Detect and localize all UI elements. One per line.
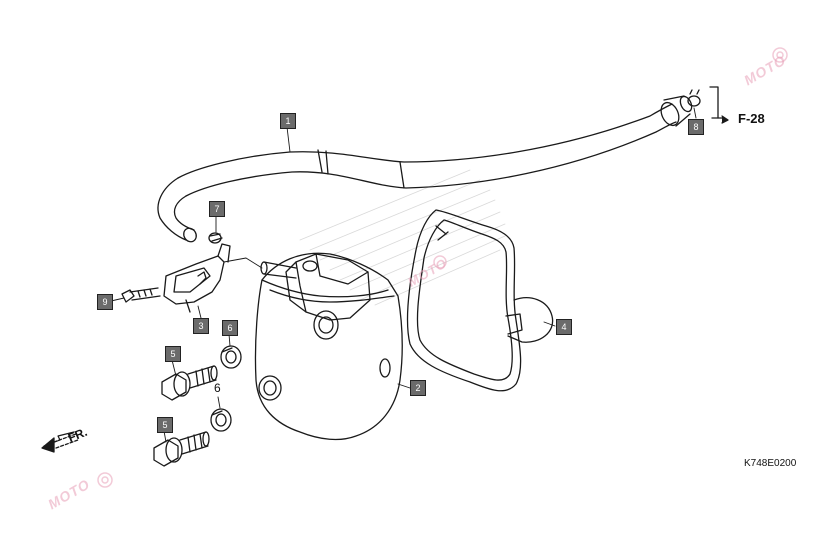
watermark-gear-icon	[97, 47, 788, 488]
callout-1: 1	[280, 113, 296, 129]
callout-6-upper: 6	[222, 320, 238, 336]
seal-washer-6-lower	[210, 408, 232, 432]
reference-label: F-28	[738, 111, 765, 126]
reference-bracket	[709, 86, 725, 119]
callout-2: 2	[410, 380, 426, 396]
callout-4: 4	[556, 319, 572, 335]
callout-9: 9	[97, 294, 113, 310]
callout-7: 7	[209, 201, 225, 217]
callout-3: 3	[193, 318, 209, 334]
callout-6-lower: 6	[214, 381, 221, 395]
breather-hose	[157, 95, 693, 243]
head-cover-gasket	[406, 209, 554, 392]
seal-washer-6-upper	[220, 345, 242, 369]
hose-clip-7	[208, 232, 223, 244]
callout-8: 8	[688, 119, 704, 135]
cylinder-head-cover	[254, 252, 403, 441]
hose-clip-8	[687, 89, 701, 107]
callout-5-lower: 5	[157, 417, 173, 433]
bolt-9	[121, 287, 161, 303]
flange-bolt-5-upper	[161, 365, 218, 401]
front-direction-arrow	[41, 431, 79, 453]
hose-bracket	[163, 243, 231, 313]
leader-lines	[110, 107, 697, 443]
diagram-code: K748E0200	[744, 458, 797, 469]
brand-watermark-wing	[299, 169, 506, 306]
callout-5-upper: 5	[165, 346, 181, 362]
flange-bolt-5-lower	[153, 431, 210, 467]
